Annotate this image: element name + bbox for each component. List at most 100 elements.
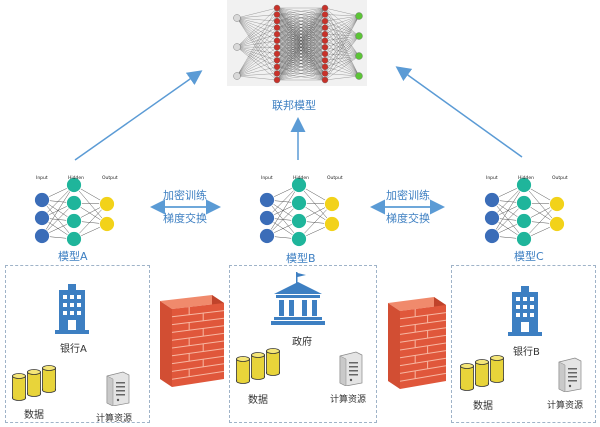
hidden-node — [321, 70, 329, 77]
input-node — [233, 43, 241, 51]
layer-legend: Output — [552, 175, 568, 181]
arrow-c-to-federated — [395, 66, 523, 158]
federated-edges — [236, 7, 360, 81]
compute-label-c: 计算资源 — [547, 401, 584, 411]
hidden-node — [321, 24, 329, 31]
input-node — [34, 228, 50, 244]
layer-legend: Output — [102, 175, 118, 181]
output-node — [549, 196, 565, 212]
org-label-a: 银行A — [60, 344, 87, 355]
input-node — [259, 192, 275, 208]
network-edges — [41, 184, 108, 240]
layer-legend: Input — [261, 175, 273, 181]
hidden-node — [273, 76, 281, 84]
output-node — [549, 216, 565, 232]
hidden-node — [273, 50, 281, 58]
input-node — [259, 210, 275, 226]
hidden-node — [291, 195, 307, 211]
hidden-node — [321, 57, 329, 64]
hidden-node — [321, 44, 329, 51]
input-node — [484, 210, 500, 226]
output-node — [324, 196, 340, 212]
input-node — [484, 228, 500, 244]
hidden-node — [66, 177, 82, 193]
party-panel-b — [229, 265, 377, 423]
hidden-node — [66, 231, 82, 247]
network-edges — [491, 184, 558, 240]
layer-legend: Input — [486, 175, 498, 181]
hidden-node — [273, 11, 281, 18]
layer-legend: Hidden — [518, 175, 534, 181]
compute-label-a: 计算资源 — [96, 414, 133, 424]
input-node — [233, 14, 241, 22]
hidden-node — [273, 70, 281, 77]
server-icon — [339, 351, 363, 386]
input-node — [484, 192, 500, 208]
bank-building-icon — [508, 286, 542, 336]
hidden-node — [516, 195, 532, 211]
hidden-node — [516, 231, 532, 247]
hidden-node — [273, 24, 281, 31]
hidden-node — [273, 17, 281, 25]
local-network-b: Input Hidden Output — [259, 175, 343, 247]
hidden-node — [273, 57, 281, 64]
hidden-node — [516, 213, 532, 229]
database-cylinders-icon — [12, 365, 56, 401]
output-node — [324, 216, 340, 232]
compute-label-b: 计算资源 — [330, 395, 367, 405]
database-cylinders-icon — [460, 355, 504, 391]
layer-legend: Hidden — [293, 175, 309, 181]
input-node — [34, 210, 50, 226]
hidden-node — [291, 213, 307, 229]
exchange-label-bc: 加密训练 梯度交换 — [378, 188, 438, 226]
exchange-label-ab: 加密训练 梯度交换 — [155, 188, 215, 226]
hidden-node — [273, 44, 281, 51]
arrow-a-to-federated — [74, 70, 203, 161]
org-label-c: 银行B — [513, 347, 540, 358]
output-node — [99, 216, 115, 232]
local-network-c: Input Hidden Output — [484, 175, 568, 247]
government-building-icon — [271, 272, 325, 325]
party-panel-c — [451, 265, 596, 423]
hidden-node — [291, 177, 307, 193]
hidden-node — [321, 37, 329, 44]
layer-legend: Input — [36, 175, 48, 181]
server-icon — [558, 357, 582, 392]
output-node — [99, 196, 115, 212]
exchange-line1: 加密训练 — [163, 189, 207, 202]
exchange-line2: 梯度交换 — [386, 212, 430, 225]
model-label-b: 模型B — [286, 252, 316, 265]
firewall-icon — [388, 297, 446, 389]
federated-model-box — [227, 0, 367, 86]
party-panel-a — [5, 265, 150, 423]
org-label-b: 政府 — [292, 337, 312, 348]
hidden-node — [273, 37, 281, 44]
hidden-node — [273, 63, 281, 71]
data-label-b: 数据 — [248, 395, 268, 406]
bank-building-icon — [55, 284, 89, 334]
layer-legend: Output — [327, 175, 343, 181]
hidden-node — [273, 4, 281, 12]
hidden-node — [321, 50, 329, 58]
output-node — [355, 32, 363, 40]
input-node — [34, 192, 50, 208]
network-edges — [266, 184, 333, 240]
hidden-node — [273, 30, 281, 38]
hidden-node — [516, 177, 532, 193]
hidden-node — [291, 231, 307, 247]
federated-model-label: 联邦模型 — [272, 99, 316, 112]
output-node — [355, 52, 363, 60]
firewall-icon — [160, 295, 224, 387]
input-node — [233, 72, 241, 80]
hidden-node — [66, 195, 82, 211]
hidden-node — [321, 11, 329, 18]
model-label-a: 模型A — [58, 250, 88, 263]
data-label-c: 数据 — [473, 401, 493, 412]
hidden-node — [321, 76, 329, 84]
output-node — [355, 12, 363, 20]
hidden-node — [321, 17, 329, 25]
output-node — [355, 72, 363, 80]
hidden-node — [321, 4, 329, 12]
